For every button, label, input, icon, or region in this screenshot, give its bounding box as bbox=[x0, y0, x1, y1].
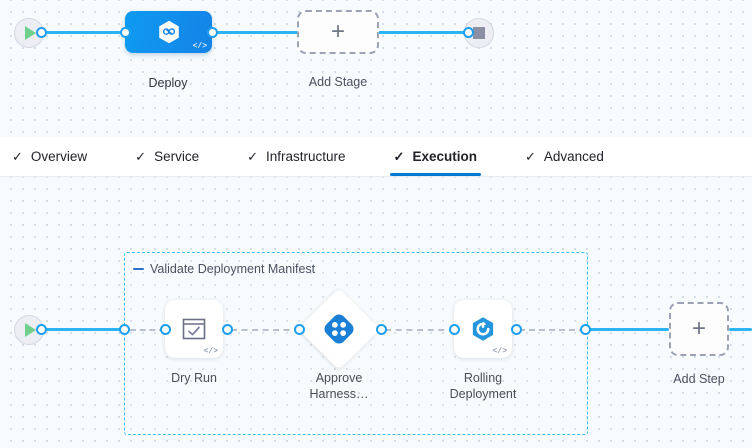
check-icon: ✓ bbox=[247, 149, 258, 164]
plus-icon: + bbox=[691, 315, 706, 342]
harness-approval-icon bbox=[324, 314, 354, 344]
exec-dash-rolling-groupout bbox=[519, 329, 585, 331]
step-node-dry-run[interactable]: </> bbox=[165, 300, 223, 358]
stage-end-port[interactable] bbox=[463, 27, 474, 38]
exec-approve-in-port[interactable] bbox=[294, 324, 305, 335]
exec-dash-approve-rolling bbox=[385, 329, 455, 331]
stage-start-port[interactable] bbox=[36, 27, 47, 38]
exec-approve-out-port[interactable] bbox=[376, 324, 387, 335]
check-icon: ✓ bbox=[393, 149, 405, 164]
exec-rolling-in-port[interactable] bbox=[449, 324, 460, 335]
stage-connector-deploy-add bbox=[212, 31, 300, 34]
step-node-rolling-deployment-label: Rolling Deployment bbox=[449, 371, 517, 401]
add-stage-button[interactable]: + bbox=[297, 10, 379, 54]
tab-overview-label: Overview bbox=[30, 149, 88, 164]
tab-overview[interactable]: ✓ Overview bbox=[12, 137, 105, 176]
exec-start-port[interactable] bbox=[36, 324, 47, 335]
exec-connector-addstep-right bbox=[729, 328, 752, 331]
step-group-label: Validate Deployment Manifest bbox=[150, 262, 316, 276]
plus-icon: + bbox=[330, 18, 345, 45]
tab-service-label: Service bbox=[154, 149, 200, 164]
rolling-deployment-icon bbox=[472, 317, 494, 341]
exec-connector-group-addstep bbox=[589, 328, 669, 331]
tab-infrastructure-label: Infrastructure bbox=[266, 149, 346, 164]
play-icon bbox=[25, 26, 36, 40]
execution-step-canvas[interactable]: Validate Deployment Manifest bbox=[0, 177, 752, 448]
exec-dryrun-out-port[interactable] bbox=[222, 324, 233, 335]
approve-harness-icon-wrap bbox=[310, 300, 368, 358]
step-node-approve-harness-label: Approve Harness… bbox=[309, 371, 369, 401]
code-badge-icon[interactable]: </> bbox=[192, 42, 207, 51]
stage-deploy-out-port[interactable] bbox=[207, 27, 218, 38]
tab-advanced[interactable]: ✓ Advanced bbox=[525, 137, 622, 176]
play-icon bbox=[25, 323, 36, 337]
add-stage-label: Add Stage bbox=[308, 75, 368, 89]
pipeline-stage-canvas[interactable]: </> Deploy + Add Stage bbox=[0, 0, 752, 137]
add-step-label: Add Step bbox=[673, 372, 725, 386]
stop-icon bbox=[473, 27, 485, 39]
add-step-button[interactable]: + bbox=[669, 302, 729, 356]
tab-advanced-label: Advanced bbox=[543, 149, 604, 164]
dry-run-checkbox-icon bbox=[182, 318, 206, 340]
tab-infrastructure[interactable]: ✓ Infrastructure bbox=[247, 137, 363, 176]
stage-connector-add-end bbox=[376, 31, 468, 34]
step-group-header[interactable]: Validate Deployment Manifest bbox=[133, 262, 315, 276]
exec-group-out-port[interactable] bbox=[580, 324, 591, 335]
exec-dash-port1-port2 bbox=[130, 329, 165, 331]
stage-deploy-in-port[interactable] bbox=[120, 27, 131, 38]
code-badge-icon[interactable]: </> bbox=[203, 347, 218, 356]
check-icon: ✓ bbox=[524, 149, 536, 164]
stage-node-deploy-label: Deploy bbox=[148, 76, 188, 90]
tab-execution-label: Execution bbox=[412, 149, 477, 164]
stage-connector-start-deploy bbox=[36, 31, 128, 34]
stage-tab-bar: ✓ Overview ✓ Service ✓ Infrastructure ✓ … bbox=[0, 137, 752, 177]
check-icon: ✓ bbox=[12, 149, 23, 164]
harness-hexagon-icon bbox=[158, 20, 179, 44]
step-node-rolling-deployment[interactable]: </> bbox=[454, 300, 512, 358]
tab-service[interactable]: ✓ Service bbox=[135, 137, 217, 176]
check-icon: ✓ bbox=[135, 149, 147, 164]
exec-dash-dryrun-approve bbox=[231, 329, 300, 331]
exec-connector-start-group bbox=[36, 328, 129, 331]
tab-execution[interactable]: ✓ Execution bbox=[389, 137, 495, 176]
exec-group-in-port[interactable] bbox=[119, 324, 130, 335]
stage-node-deploy[interactable]: </> bbox=[125, 11, 212, 53]
step-node-dry-run-label: Dry Run bbox=[171, 371, 217, 385]
exec-rolling-out-port[interactable] bbox=[511, 324, 522, 335]
code-badge-icon[interactable]: </> bbox=[492, 347, 507, 356]
minus-icon[interactable] bbox=[133, 268, 144, 270]
exec-dryrun-in-port[interactable] bbox=[160, 324, 171, 335]
